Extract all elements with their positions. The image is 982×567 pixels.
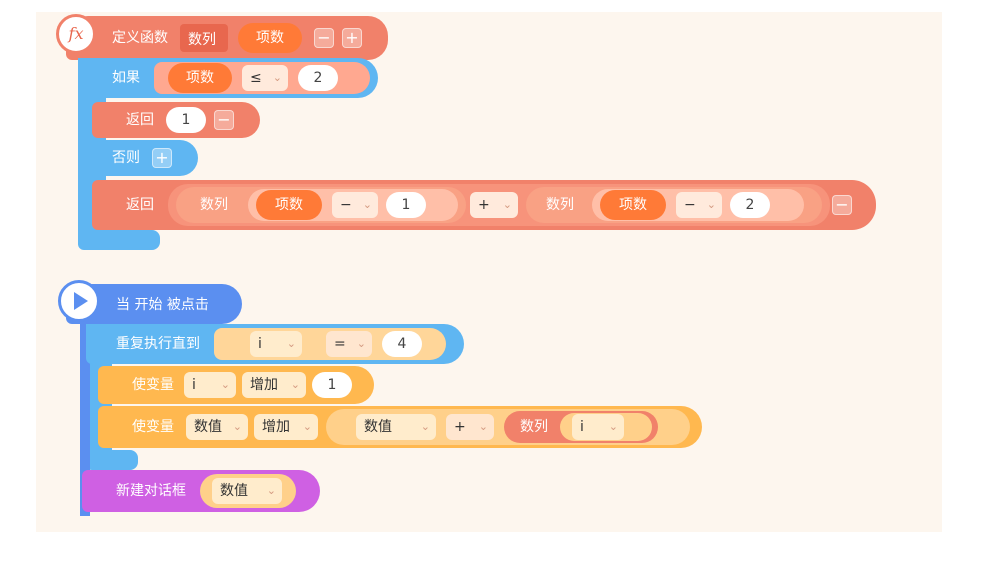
- compare-value[interactable]: 2: [298, 65, 338, 91]
- call1-op-dropdown[interactable]: −⌄: [332, 192, 378, 218]
- if-label: 如果: [112, 70, 140, 86]
- chevron-down-icon: ⌄: [232, 420, 242, 433]
- return-minus-button-2[interactable]: −: [832, 195, 852, 215]
- repeat-bottom: [86, 450, 138, 470]
- set2-expr-op-dropdown[interactable]: +⌄: [446, 414, 494, 440]
- chevron-down-icon: ⌄: [272, 71, 282, 84]
- new-dialog-label: 新建对话框: [116, 483, 186, 499]
- set2-action-dropdown[interactable]: 增加⌄: [254, 414, 318, 440]
- repeat-var-dropdown[interactable]: i⌄: [250, 331, 302, 357]
- repeat-op-dropdown[interactable]: =⌄: [326, 331, 372, 357]
- else-label: 否则: [112, 150, 140, 166]
- chevron-down-icon: ⌄: [220, 378, 230, 391]
- chevron-down-icon: ⌄: [502, 198, 512, 211]
- call2-name: 数列: [546, 197, 574, 213]
- return-label-2: 返回: [126, 197, 154, 213]
- call2-op-dropdown[interactable]: −⌄: [676, 192, 722, 218]
- plus-op-dropdown[interactable]: +⌄: [470, 192, 518, 218]
- else-block[interactable]: [78, 140, 198, 176]
- set2-expr-var-dropdown[interactable]: 数值⌄: [356, 414, 436, 440]
- return-minus-button-1[interactable]: −: [214, 110, 234, 130]
- set1-label: 使变量: [132, 377, 174, 393]
- call2-value[interactable]: 2: [730, 192, 770, 218]
- add-param-button[interactable]: +: [342, 28, 362, 48]
- set2-var-dropdown[interactable]: 数值⌄: [186, 414, 248, 440]
- fx-icon: fx: [56, 14, 96, 54]
- call1-value[interactable]: 1: [386, 192, 426, 218]
- chevron-down-icon: ⌄: [356, 337, 366, 350]
- set1-value[interactable]: 1: [312, 372, 352, 398]
- if-else-bottom: [78, 230, 160, 250]
- define-function-label: 定义函数: [112, 30, 168, 46]
- call1-name: 数列: [200, 197, 228, 213]
- chevron-down-icon: ⌄: [266, 484, 276, 497]
- start-event-label: 当 开始 被点击: [116, 297, 209, 313]
- chevron-down-icon: ⌄: [478, 420, 488, 433]
- chevron-down-icon: ⌄: [420, 420, 430, 433]
- repeat-value[interactable]: 4: [382, 331, 422, 357]
- chevron-down-icon: ⌄: [302, 420, 312, 433]
- compare-operator-dropdown[interactable]: ≤⌄: [242, 65, 288, 91]
- repeat-until-label: 重复执行直到: [116, 336, 200, 352]
- call1-param[interactable]: 项数: [256, 190, 322, 220]
- set2-call-name: 数列: [520, 419, 548, 435]
- remove-param-button[interactable]: −: [314, 28, 334, 48]
- set1-var-dropdown[interactable]: i⌄: [184, 372, 236, 398]
- return-label-1: 返回: [126, 112, 154, 128]
- chevron-down-icon: ⌄: [362, 198, 372, 211]
- chevron-down-icon: ⌄: [286, 337, 296, 350]
- else-add-button[interactable]: +: [152, 148, 172, 168]
- code-workspace[interactable]: fx 定义函数 数列 项数 − + 如果 项数 ≤⌄ 2 返回 1 − 否则 +…: [36, 12, 942, 532]
- set1-action-dropdown[interactable]: 增加⌄: [242, 372, 306, 398]
- event-rail: [80, 312, 90, 516]
- set2-label: 使变量: [132, 419, 174, 435]
- set2-call-param-dropdown[interactable]: i⌄: [572, 414, 624, 440]
- function-param[interactable]: 项数: [238, 23, 302, 53]
- call2-param[interactable]: 项数: [600, 190, 666, 220]
- chevron-down-icon: ⌄: [290, 378, 300, 391]
- chevron-down-icon: ⌄: [706, 198, 716, 211]
- if-param[interactable]: 项数: [168, 63, 232, 93]
- chevron-down-icon: ⌄: [608, 420, 618, 433]
- return-value-1[interactable]: 1: [166, 107, 206, 133]
- dialog-var-dropdown[interactable]: 数值⌄: [212, 478, 282, 504]
- function-name-field[interactable]: 数列: [180, 24, 228, 52]
- play-icon: [58, 280, 100, 322]
